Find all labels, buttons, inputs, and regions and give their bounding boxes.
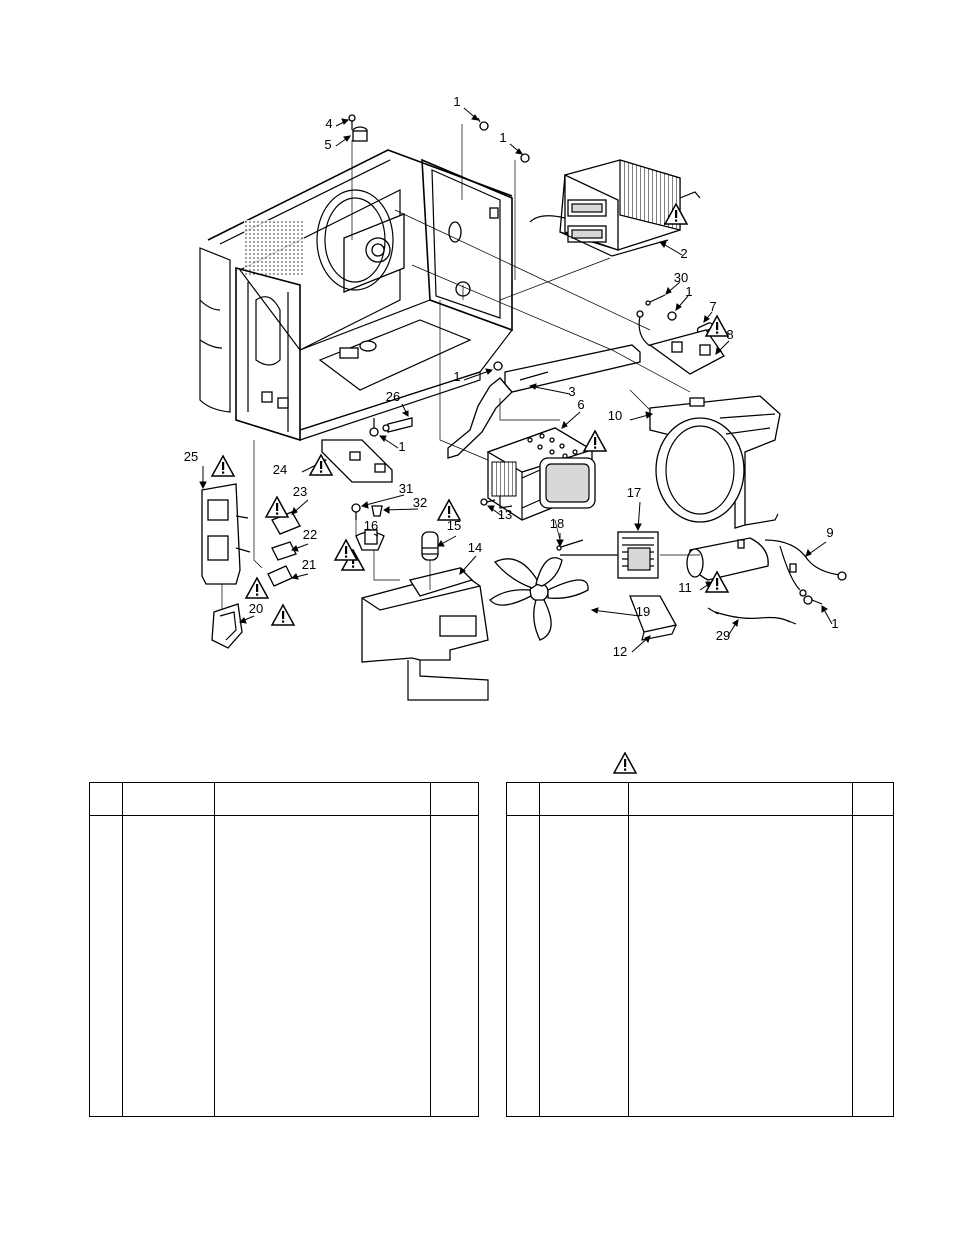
- callout-c5: 5: [324, 137, 331, 152]
- callout-c17: 17: [627, 485, 641, 500]
- callout-c1d: 1: [453, 369, 460, 384]
- part-transformer-2: [529, 159, 701, 257]
- part-lamp-socket-16: [355, 529, 385, 551]
- part-screw-4: [348, 114, 356, 130]
- part-switch-21: [267, 565, 293, 587]
- callout-c19: 19: [636, 604, 650, 619]
- callout-c21: 21: [302, 557, 316, 572]
- part-wire-29: [707, 607, 797, 625]
- part-switch-22: [271, 541, 297, 561]
- callout-c16: 16: [364, 518, 378, 533]
- parts-table-left: [89, 782, 479, 1117]
- callout-c32: 32: [413, 495, 427, 510]
- part-screw-31: [351, 503, 361, 520]
- part-capacitor-11: [686, 537, 769, 581]
- callout-c6: 6: [577, 397, 584, 412]
- callout-c3: 3: [568, 384, 575, 399]
- callout-c23: 23: [293, 484, 307, 499]
- table-column-divider: [430, 783, 431, 1116]
- callout-c11: 11: [678, 580, 692, 595]
- part-screw-13: [480, 498, 496, 506]
- parts-table-right: [506, 782, 894, 1117]
- part-magnetron-6: [486, 427, 596, 521]
- callout-c13: 13: [498, 507, 512, 522]
- callout-c10: 10: [608, 408, 622, 423]
- callout-c1e: 1: [398, 439, 405, 454]
- part-fan-duct-10: [649, 395, 781, 529]
- part-bracket-12: [629, 595, 677, 641]
- callout-c26: 26: [386, 389, 400, 404]
- callout-c14: 14: [468, 540, 482, 555]
- callout-c20: 20: [249, 601, 263, 616]
- callout-c9: 9: [826, 525, 833, 540]
- part-bushing-5: [352, 126, 368, 142]
- part-screw-1-bottom: [803, 595, 823, 605]
- table-header: [507, 783, 893, 816]
- callout-c12: 12: [613, 644, 627, 659]
- part-noise-filter-8: [636, 310, 725, 375]
- callout-c1a: 1: [453, 94, 460, 109]
- part-lever-20: [211, 603, 243, 649]
- callout-c7: 7: [709, 299, 716, 314]
- part-screw-26: [382, 417, 413, 433]
- part-screw-1-top: [477, 117, 530, 163]
- part-fan-motor-17: [560, 531, 659, 579]
- part-air-duct-14: [361, 567, 489, 701]
- part-fan-blade-19: [489, 557, 589, 641]
- callout-c25: 25: [184, 449, 198, 464]
- table-column-divider: [122, 783, 123, 1116]
- exploded-parts-diagram: 4511230178132661012425233132171316151892…: [184, 94, 847, 701]
- callout-c30: 30: [674, 270, 688, 285]
- assembly-guide-lines: [221, 124, 700, 610]
- part-plate-24: [321, 439, 393, 483]
- table-column-divider: [539, 783, 540, 1116]
- callout-c1b: 1: [499, 130, 506, 145]
- part-bracket-3: [447, 344, 641, 459]
- callout-leaders: [199, 107, 833, 653]
- part-wire-9: [764, 539, 847, 597]
- callout-c2: 2: [680, 246, 687, 261]
- part-latch-board-25: [201, 483, 251, 585]
- callout-c4: 4: [325, 116, 332, 131]
- callout-c24: 24: [273, 462, 287, 477]
- part-screw-32: [371, 505, 383, 517]
- callout-c31: 31: [399, 481, 413, 496]
- part-lamp-15: [421, 531, 439, 561]
- callout-c1c: 1: [685, 284, 692, 299]
- callout-c22: 22: [303, 527, 317, 542]
- callout-c29: 29: [716, 628, 730, 643]
- table-header: [90, 783, 478, 816]
- part-screw-1-mid: [369, 361, 503, 437]
- oven-cabinet: [199, 149, 513, 442]
- warning-triangle-icon: [613, 752, 637, 774]
- table-column-divider: [628, 783, 629, 1116]
- part-screw-30: [645, 294, 677, 321]
- table-column-divider: [214, 783, 215, 1116]
- callout-c18: 18: [550, 516, 564, 531]
- callout-c1f: 1: [831, 616, 838, 631]
- callout-c8: 8: [726, 327, 733, 342]
- callout-c15: 15: [447, 518, 461, 533]
- table-column-divider: [852, 783, 853, 1116]
